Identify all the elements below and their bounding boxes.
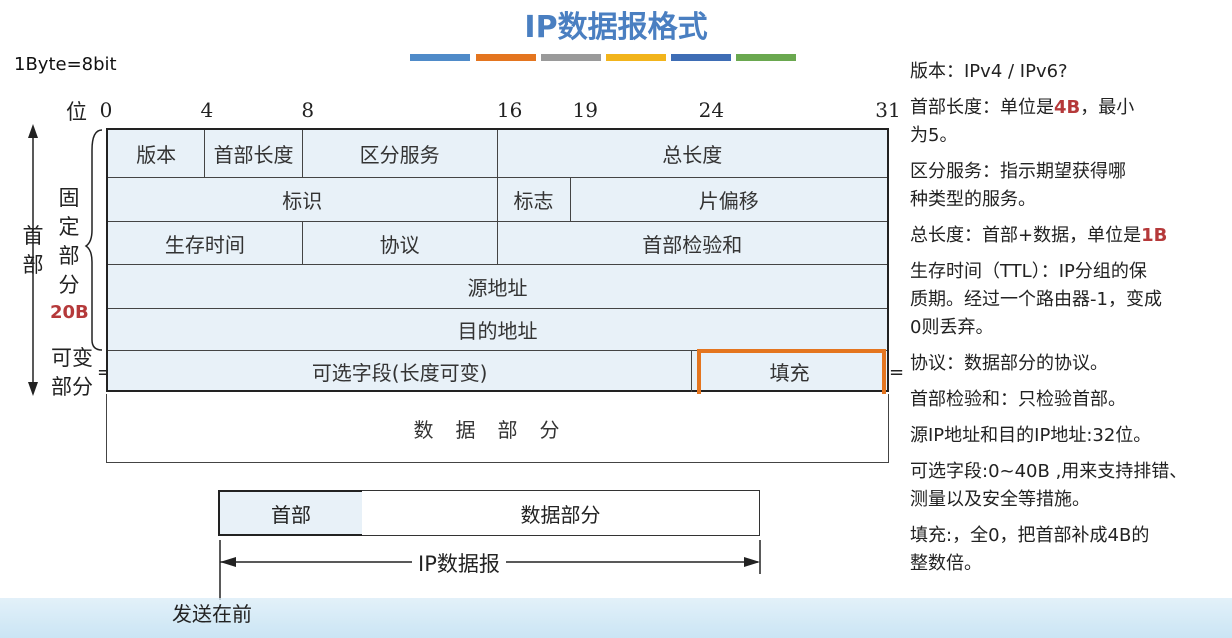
page-title: IP数据报格式: [524, 10, 708, 45]
note-text: 种类型的服务。: [910, 189, 1036, 210]
header-field: 版本: [108, 130, 206, 178]
note-text: 0则丢弃。: [910, 317, 994, 338]
header-field: 可选字段(长度可变): [108, 351, 693, 392]
note-item: 区分服务：指示期望获得哪种类型的服务。: [910, 158, 1232, 214]
note-text: 质期。经过一个路由器-1，变成: [910, 289, 1162, 310]
fixed-part-label: 固定部分: [58, 186, 80, 297]
header-field: 标志: [497, 178, 571, 222]
note-text: 为5。: [910, 125, 958, 146]
bit-tick-label: 0: [99, 98, 113, 122]
header-field: 首部检验和: [497, 222, 887, 265]
packet-label: IP数据报: [412, 548, 506, 578]
note-item: 生存时间（TTL）：IP分组的保质期。经过一个路由器-1，变成 0则丢弃。: [910, 258, 1232, 342]
note-text: 1B: [1141, 225, 1168, 246]
header-field: 总长度: [497, 130, 887, 178]
note-text: 源IP地址和目的IP地址:32位。: [910, 425, 1152, 446]
note-item: 首部检验和：只检验首部。: [910, 386, 1232, 414]
notes-panel: 版本：IPv4 / IPv6? 首部长度：单位是4B，最小为5。区分服务：指示期望…: [910, 58, 1232, 586]
note-text: ，最小: [1080, 97, 1135, 118]
header-field: 填充: [769, 361, 810, 385]
send-first-label: 发送在前: [172, 602, 252, 626]
header-field: 标识: [108, 178, 498, 222]
note-text: 4B: [1054, 97, 1081, 118]
note-text: 可选字段:0~40B ,用来支持排错、: [910, 461, 1188, 482]
note-item: 协议：数据部分的协议。: [910, 350, 1232, 378]
bit-tick-label: 4: [200, 98, 214, 122]
note-item: 总长度：首部+数据，单位是1B: [910, 222, 1232, 250]
note-item: 填充:，全0，把首部补成4B的整数倍。: [910, 522, 1232, 578]
color-bar: [410, 54, 470, 61]
bit-tick-label: 8: [301, 98, 315, 122]
packet-data-box: 数据部分: [362, 490, 760, 536]
note-text: 首部长度：单位是: [910, 97, 1054, 118]
header-grid: 版本首部长度区分服务总长度标识标志片偏移生存时间协议首部检验和源地址目的地址可选…: [106, 128, 889, 392]
header-field: 片偏移: [570, 178, 887, 222]
color-bar: [736, 54, 796, 61]
bit-tick-label: 24: [698, 98, 725, 122]
padding-highlight: [697, 349, 886, 399]
header-field: 目的地址: [108, 309, 887, 351]
header-field: 协议: [302, 222, 498, 265]
color-bar: [541, 54, 601, 61]
break-mark-right: =: [889, 362, 905, 383]
color-bar: [476, 54, 536, 61]
note-text: 版本：IPv4 / IPv6?: [910, 61, 1068, 82]
bit-tick-label: 31: [875, 98, 901, 122]
note-text: 协议：数据部分的协议。: [910, 353, 1108, 374]
bit-tick-label: 19: [572, 98, 599, 122]
bit-axis-word: 位: [66, 100, 87, 124]
note-text: 总长度：首部+数据，单位是: [910, 225, 1142, 246]
note-item: 首部长度：单位是4B，最小为5。: [910, 94, 1232, 150]
note-item: 可选字段:0~40B ,用来支持排错、测量以及安全等措施。: [910, 458, 1232, 514]
header-field: 首部长度: [205, 130, 303, 178]
header-side-label: 首部: [22, 224, 44, 277]
color-bar: [606, 54, 666, 61]
note-text: 区分服务：指示期望获得哪: [910, 161, 1126, 182]
note-text: 生存时间（TTL）：IP分组的保: [910, 261, 1147, 282]
note-text: 首部检验和：只检验首部。: [910, 389, 1126, 410]
header-field: 区分服务: [302, 130, 498, 178]
byte-note: 1Byte=8bit: [14, 54, 117, 75]
note-item: 版本：IPv4 / IPv6?: [910, 58, 1232, 86]
bit-tick-label: 16: [496, 98, 523, 122]
variable-part-label: 可变部分: [51, 346, 93, 399]
side-brackets: [28, 124, 103, 396]
note-text: 填充:，全0，把首部补成4B的: [910, 525, 1150, 546]
note-text: 整数倍。: [910, 553, 982, 574]
note-text: 测量以及安全等措施。: [910, 489, 1090, 510]
header-field: 生存时间: [108, 222, 303, 265]
data-section: 数据部分: [106, 394, 889, 463]
packet-header-box: 首部: [218, 490, 364, 536]
color-bar: [671, 54, 731, 61]
fixed-size-label: 20B: [50, 302, 89, 323]
note-item: 源IP地址和目的IP地址:32位。: [910, 422, 1232, 450]
header-field: 源地址: [108, 265, 887, 309]
bottom-strip: [0, 598, 1232, 638]
